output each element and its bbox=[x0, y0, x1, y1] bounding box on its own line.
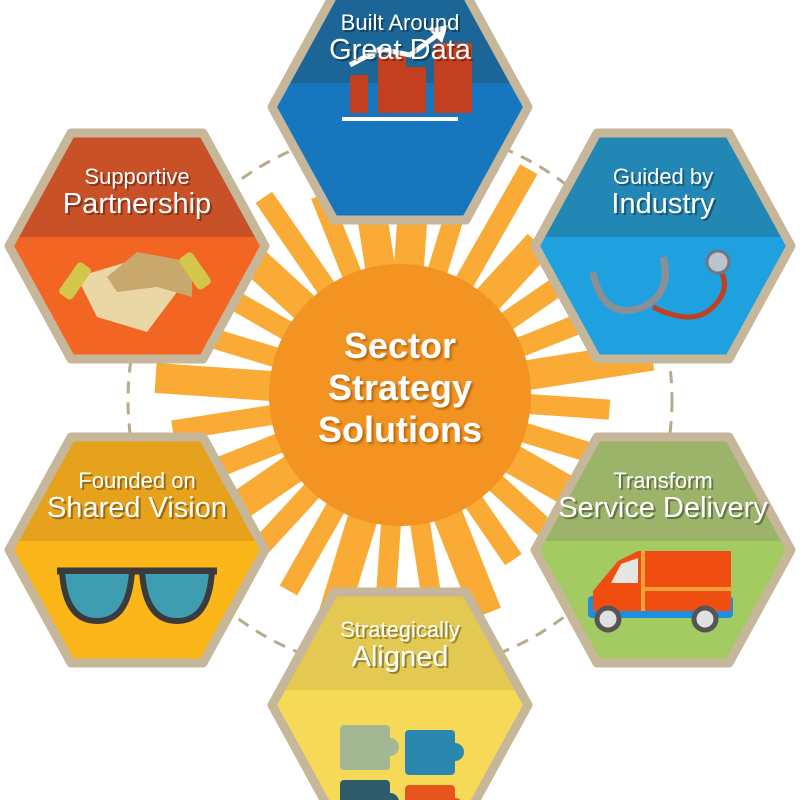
sun-ray bbox=[255, 191, 341, 302]
bar-chart-icon bbox=[342, 25, 472, 121]
sun-ray bbox=[519, 393, 611, 420]
center-title-line: Solutions bbox=[318, 409, 482, 451]
hex-title-line1: Transform bbox=[613, 468, 713, 493]
sun-ray bbox=[200, 325, 289, 370]
hex-title-line2: Service Delivery bbox=[558, 491, 768, 524]
sunglasses-icon bbox=[57, 567, 217, 625]
handshake-icon bbox=[59, 252, 211, 332]
sun-ray bbox=[470, 233, 550, 317]
hex-title-line1: Built Around bbox=[340, 10, 460, 35]
sun-ray bbox=[279, 494, 350, 596]
hex-title-line2: Partnership bbox=[62, 187, 212, 220]
sun-ray bbox=[171, 403, 283, 441]
sun-ray bbox=[154, 362, 282, 402]
sun-ray bbox=[375, 514, 402, 611]
hex-title-line1: Supportive bbox=[84, 164, 190, 189]
hex-title-line2: Shared Vision bbox=[46, 491, 228, 524]
hex-body bbox=[272, 690, 528, 800]
hex-title-line2: Great Data bbox=[329, 33, 471, 66]
hex-title-line1: Strategically bbox=[340, 617, 460, 642]
center-title-line: Sector bbox=[343, 325, 457, 366]
hex-title-line2: Aligned bbox=[351, 640, 449, 673]
sun-ray bbox=[311, 191, 365, 288]
center-title-line: Strategy bbox=[327, 367, 473, 409]
hex-card-service-delivery bbox=[530, 432, 796, 668]
hex-title-line2: Industry bbox=[611, 187, 715, 220]
sun-ray bbox=[459, 488, 522, 566]
sun-ray bbox=[430, 500, 501, 619]
hex-title-line1: Founded on bbox=[78, 468, 196, 493]
stethoscope-icon bbox=[589, 249, 731, 320]
sun-ray bbox=[450, 164, 538, 296]
puzzle-icon bbox=[340, 725, 464, 800]
van-icon bbox=[588, 551, 733, 633]
center-circle bbox=[269, 264, 531, 526]
center-title: Sector Strategy Solutions bbox=[270, 325, 530, 451]
hex-card-partnership bbox=[4, 128, 270, 364]
hex-title-line1: Guided by bbox=[612, 164, 714, 189]
